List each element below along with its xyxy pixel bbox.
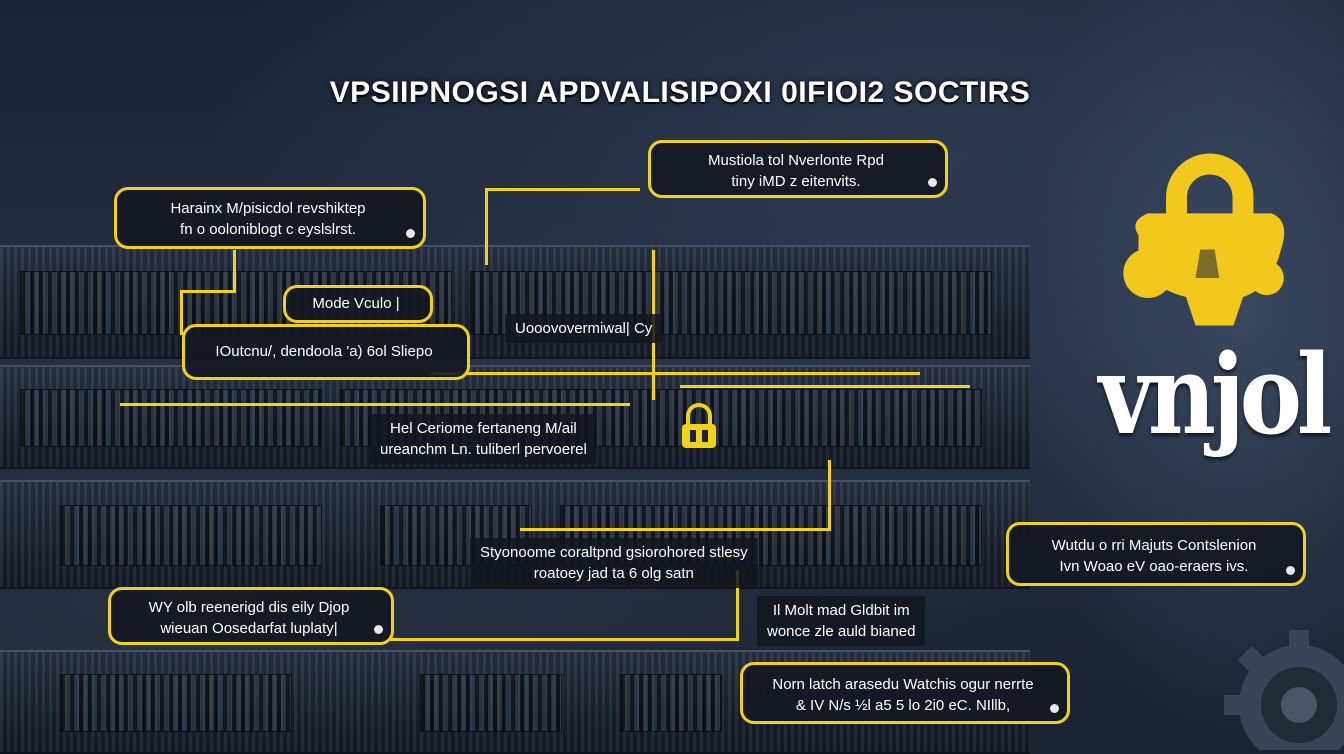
connector-line (120, 403, 630, 406)
right-glow (1014, 0, 1344, 750)
callout-mid-small: Mode Vculo | (283, 285, 433, 323)
connector-line (430, 372, 920, 375)
connector-line (390, 638, 739, 641)
label-lower-center: Styonoome coraltpnd gsiorohored stlesy r… (470, 538, 758, 588)
connector-line (233, 250, 236, 290)
callout-bottom-center: Norn latch arasedu Watchis ogur nerrte &… (740, 662, 1070, 724)
page-title: VPSIIPNOGSI APDVALISIPOXI 0IFIOI2 SOCTIR… (329, 76, 1031, 109)
small-lock-icon (682, 403, 716, 448)
connector-line (828, 460, 831, 530)
label-center: Hel Ceriome fertaneng M/ail ureanchm Ln.… (370, 414, 597, 464)
connector-line (680, 385, 970, 388)
connector-line (485, 190, 488, 265)
callout-right: Wutdu o rri Majuts Contslenion Ivn Woao … (1006, 522, 1306, 586)
connector-line (520, 528, 831, 531)
logo-wordmark: vnjol (1098, 330, 1333, 459)
callout-dot (406, 229, 415, 238)
callout-lower-left: WY olb reenerigd dis eily Djop wieuan Oo… (108, 587, 394, 645)
callout-dot (1050, 704, 1059, 713)
callout-top-center: Mustiola tol Nverlonte Rpd tiny iMD z ei… (648, 140, 948, 198)
connector-line (180, 290, 183, 335)
gear-icon (1224, 630, 1344, 750)
callout-dot (374, 625, 383, 634)
callout-mid-left: IOutcnu/, dendoola 'a) 6ol Sliepo (182, 324, 470, 380)
connector-line (485, 188, 640, 191)
padlock-logo-icon (1123, 153, 1285, 326)
connector-line (736, 570, 739, 640)
callout-dot (1286, 566, 1295, 575)
label-lower-mid: Il Molt mad Gldbit im wonce zle auld bia… (757, 596, 926, 646)
callout-top-left: Harainx M/pisicdol revshiktep fn o oolon… (114, 187, 426, 249)
connector-line (180, 290, 236, 293)
label-mid-center: Uooovovermiwal| Cy (505, 314, 663, 343)
callout-dot (928, 178, 937, 187)
